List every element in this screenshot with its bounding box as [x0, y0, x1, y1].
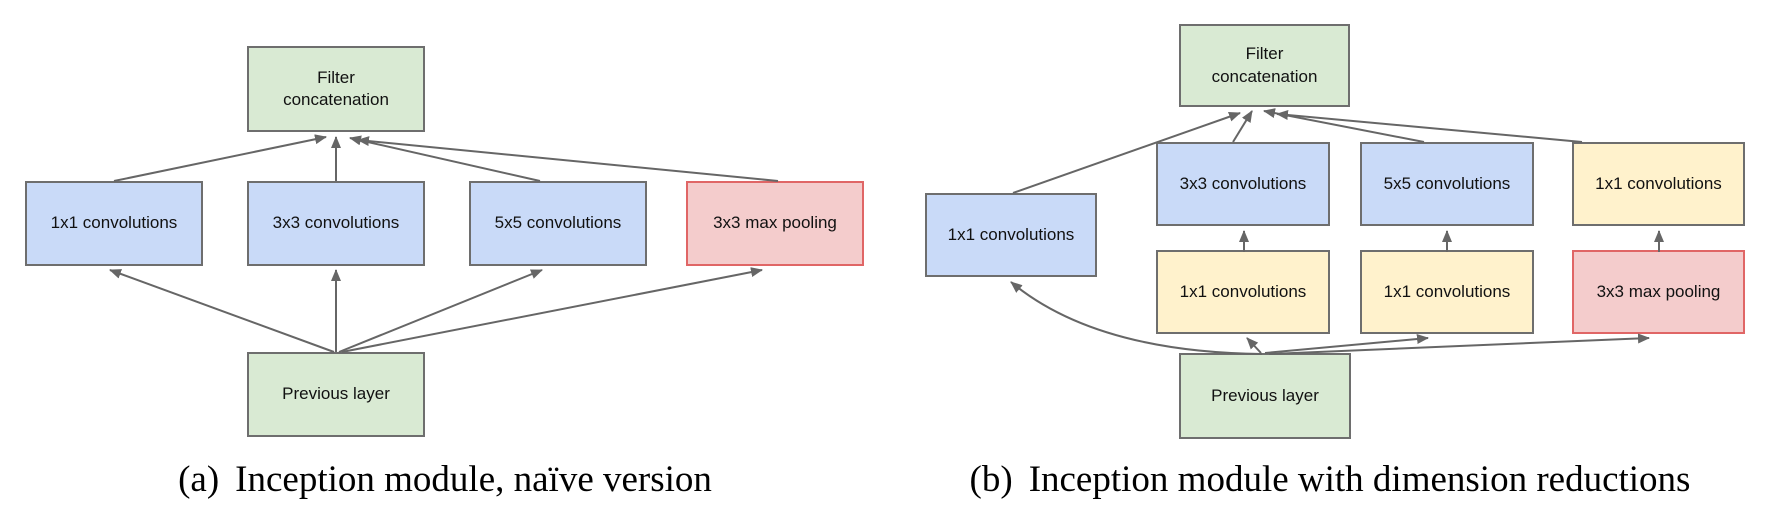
node-b-filter-concatenation: Filter concatenation	[1179, 24, 1350, 107]
edge-b-top1x1-to-concat	[1276, 110, 1583, 143]
node-b-3x3-max-pooling: 3x3 max pooling	[1572, 250, 1745, 334]
caption-a-index: (a)	[178, 459, 220, 500]
edge-b-previous-to-reduce3x3	[1246, 337, 1262, 354]
node-a-filter-concatenation: Filter concatenation	[247, 46, 425, 132]
node-a-previous-layer: Previous layer	[247, 352, 425, 437]
caption-a: (a) Inception module, naïve version	[20, 458, 870, 501]
edge-b-previous-to-reduce5x5	[1264, 334, 1429, 354]
node-a-5x5-convolutions: 5x5 convolutions	[469, 181, 647, 266]
node-a-1x1-convolutions: 1x1 convolutions	[25, 181, 203, 266]
edge-a-maxpool-to-concat	[357, 136, 779, 182]
node-a-3x3-convolutions: 3x3 convolutions	[247, 181, 425, 266]
node-b-1x1-reduce-before-5x5: 1x1 convolutions	[1360, 250, 1534, 334]
node-b-1x1-convolutions-left: 1x1 convolutions	[925, 193, 1097, 277]
node-b-1x1-reduce-before-3x3: 1x1 convolutions	[1156, 250, 1330, 334]
edge-a-previous-to-1x1	[109, 269, 335, 353]
caption-b-text: Inception module with dimension reductio…	[1028, 459, 1691, 500]
edge-a-previous-to-5x5	[338, 269, 543, 353]
edge-a-1x1-to-concat	[113, 134, 327, 182]
edge-b-5x5-to-concat	[1263, 108, 1425, 143]
edge-b-3x3-to-concat	[1232, 110, 1253, 143]
node-b-previous-layer: Previous layer	[1179, 353, 1351, 439]
edge-a-previous-to-maxpool	[341, 267, 763, 353]
edge-b-previous-to-maxpool	[1268, 333, 1650, 355]
node-b-3x3-convolutions: 3x3 convolutions	[1156, 142, 1330, 226]
node-a-3x3-max-pooling: 3x3 max pooling	[686, 181, 864, 266]
node-b-5x5-convolutions: 5x5 convolutions	[1360, 142, 1534, 226]
caption-a-text: Inception module, naïve version	[235, 459, 712, 500]
edge-a-5x5-to-concat	[349, 135, 541, 182]
node-b-1x1-convolutions-after-pool: 1x1 convolutions	[1572, 142, 1745, 226]
caption-b-index: (b)	[969, 459, 1013, 500]
caption-b: (b) Inception module with dimension reduc…	[880, 458, 1772, 501]
